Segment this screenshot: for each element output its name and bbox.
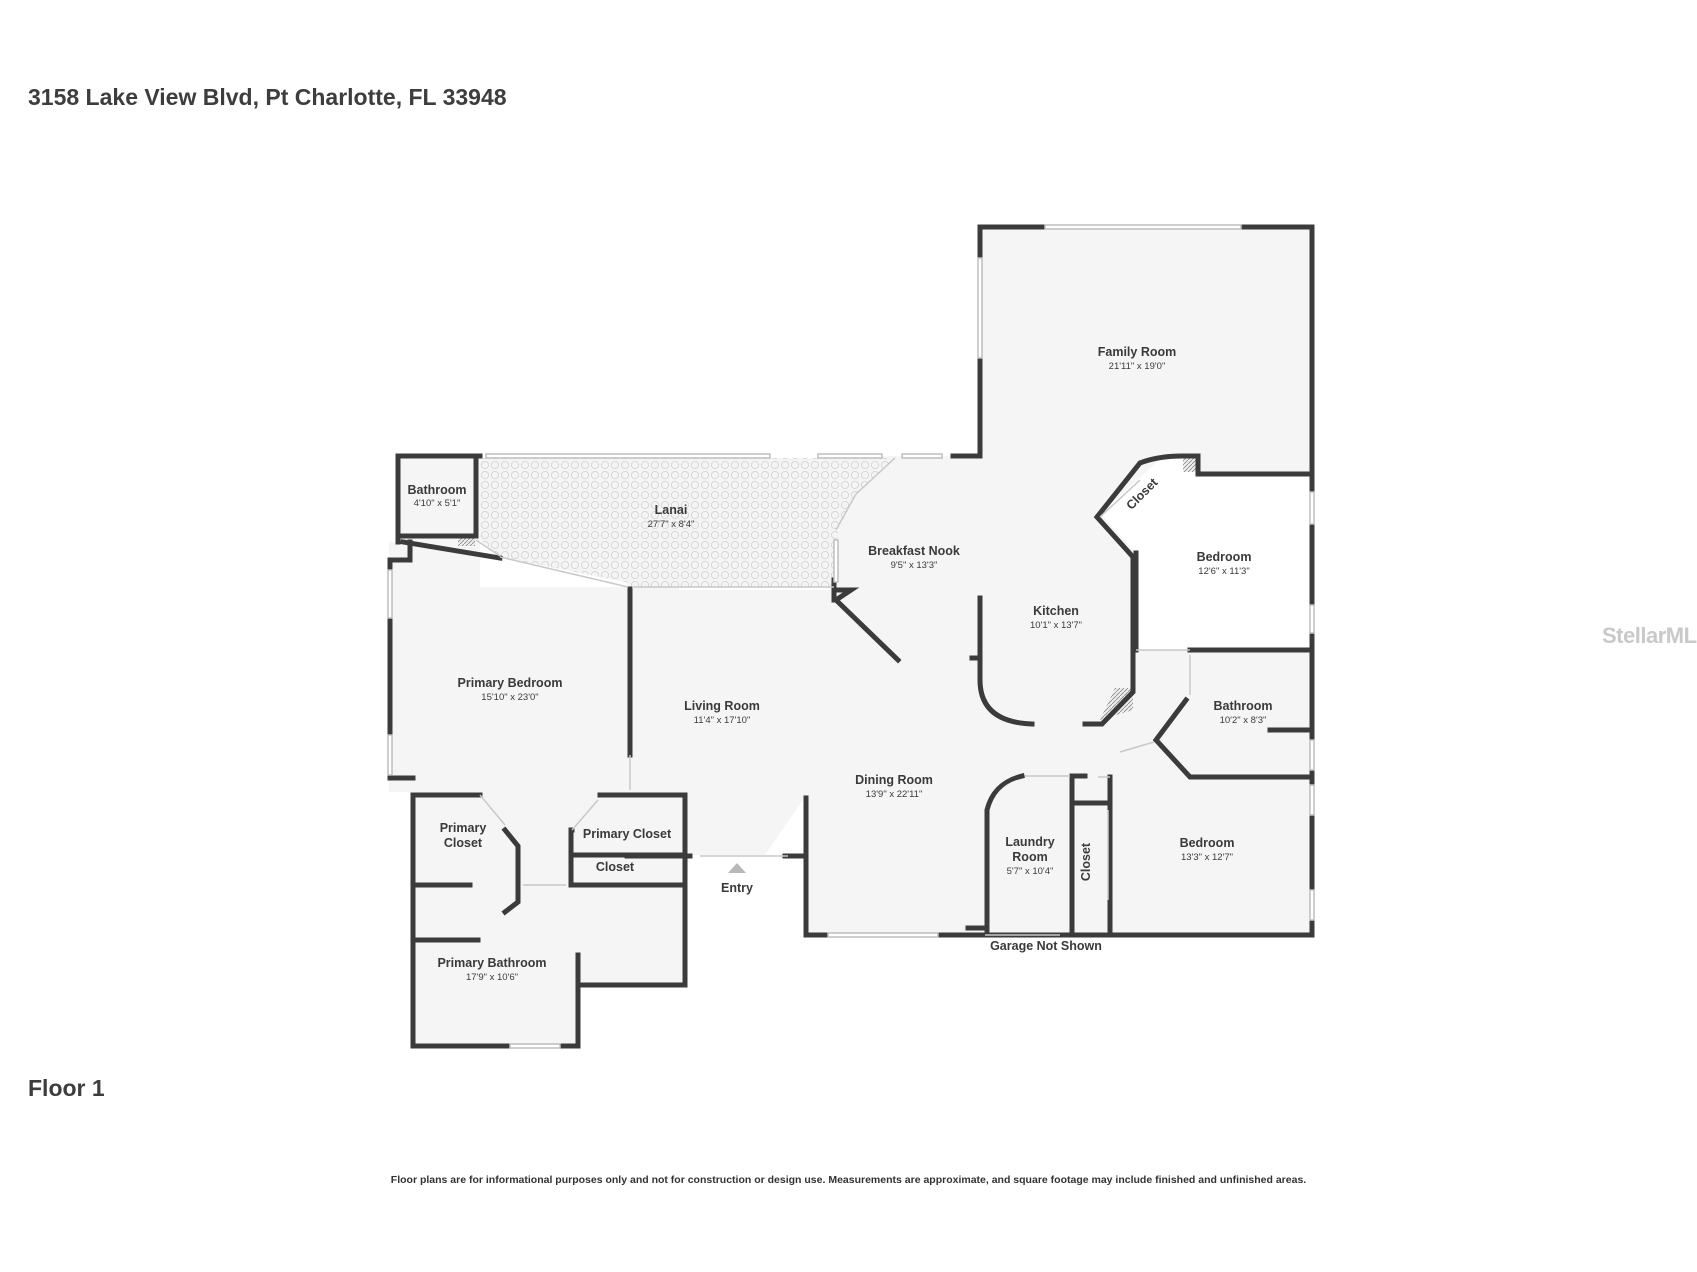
room-dims: 13'3" x 12'7" (1181, 852, 1233, 863)
room-name: Room (1012, 850, 1047, 864)
room-dims: 10'2" x 8'3" (1220, 715, 1267, 726)
room-name: Closet (1079, 842, 1093, 881)
page-title: 3158 Lake View Blvd, Pt Charlotte, FL 33… (28, 84, 507, 110)
hatch-mark (1183, 458, 1196, 472)
room-name: Breakfast Nook (868, 544, 960, 558)
hatch-mark (458, 538, 475, 546)
room-name: Closet (596, 860, 635, 874)
room-name: Primary Bathroom (437, 956, 546, 970)
room-dims: 15'10" x 23'0" (481, 692, 538, 703)
room-name: Lanai (655, 503, 688, 517)
room-name: Kitchen (1033, 604, 1079, 618)
hatch-mark (1100, 688, 1133, 720)
room-name: Primary Bedroom (458, 676, 563, 690)
room-dims: 10'1" x 13'7" (1030, 620, 1082, 631)
door-openings (475, 457, 1191, 936)
disclaimer: Floor plans are for informational purpos… (390, 1174, 1307, 1186)
entry-label: Entry (721, 881, 753, 895)
room-dims: 13'9" x 22'11" (866, 789, 923, 800)
room-dims: 27'7" x 8'4" (648, 519, 695, 530)
room-name: Family Room (1098, 345, 1177, 359)
room-dims: 9'5" x 13'3" (891, 560, 938, 571)
lanai-pavers (480, 458, 895, 587)
room-name: Primary Closet (583, 827, 672, 841)
room-name: Dining Room (855, 773, 933, 787)
room-dims: 5'7" x 10'4" (1007, 866, 1054, 877)
room-dims: 11'4" x 17'10" (694, 715, 751, 726)
windows (387, 224, 1315, 1049)
room-dims: 21'11" x 19'0" (1109, 361, 1166, 372)
room-name: Primary (440, 821, 487, 835)
floor-label: Floor 1 (28, 1075, 105, 1101)
room-name: Bathroom (1213, 699, 1272, 713)
room-name: Closet (444, 836, 483, 850)
garage-label: Garage Not Shown (990, 939, 1102, 953)
room-dims: 17'9" x 10'6" (466, 972, 518, 983)
room-name: Bedroom (1180, 836, 1235, 850)
room-name: Laundry (1005, 835, 1054, 849)
room-dims: 4'10" x 5'1" (414, 498, 461, 509)
room-labels: Family Room 21'11" x 19'0" Bathroom 4'10… (407, 345, 1272, 983)
walls (387, 224, 1315, 1049)
room-name: Bathroom (407, 483, 466, 497)
room-name: Bedroom (1197, 550, 1252, 564)
watermark: StellarMLS (1602, 623, 1697, 648)
entry-arrow-icon (728, 863, 746, 873)
room-name: Living Room (684, 699, 760, 713)
room-dims: 12'6" x 11'3" (1198, 566, 1249, 577)
